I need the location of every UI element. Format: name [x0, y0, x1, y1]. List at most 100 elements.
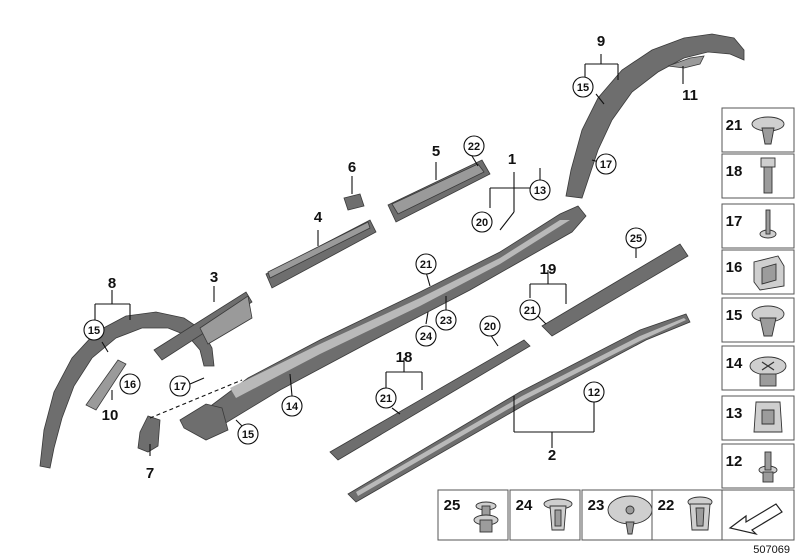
svg-text:13: 13	[726, 405, 743, 422]
fastener-15-icon	[751, 305, 785, 337]
sill-strip-upper	[541, 243, 689, 337]
fastener-22-icon	[687, 496, 713, 531]
svg-text:17: 17	[600, 159, 612, 171]
fastener-25-icon	[473, 501, 499, 533]
front-holder	[137, 415, 161, 453]
callout-19: 19	[540, 261, 557, 278]
side-sill-highlight	[230, 220, 570, 398]
lower-sill-cover	[347, 313, 691, 503]
svg-text:14: 14	[286, 401, 299, 413]
svg-text:24: 24	[420, 331, 433, 343]
legend-cell-24: 24	[509, 489, 581, 541]
front-bracket-arm	[199, 295, 253, 345]
fastener-21-icon	[751, 116, 785, 145]
svg-text:14: 14	[726, 355, 743, 372]
diagram-number: 507069	[753, 544, 790, 556]
rear-wheel-arch-trim	[565, 33, 745, 199]
svg-text:17: 17	[174, 381, 186, 393]
fastener-12-icon	[758, 451, 778, 483]
circled-ref-21: 21	[519, 299, 541, 321]
circled-ref-17: 17	[169, 375, 191, 397]
svg-text:15: 15	[242, 429, 254, 441]
svg-text:21: 21	[420, 259, 432, 271]
callout-3: 3	[210, 269, 218, 286]
legend-cell-13: 13	[721, 395, 795, 441]
callout-18: 18	[396, 349, 413, 366]
direction-arrow-icon	[728, 503, 783, 536]
svg-text:17: 17	[726, 213, 743, 230]
legend-cell-22: 22	[651, 489, 723, 541]
svg-text:21: 21	[726, 117, 743, 134]
circled-ref-25: 25	[625, 227, 647, 249]
svg-text:23: 23	[588, 497, 605, 514]
circled-ref-17: 17	[595, 153, 617, 175]
svg-text:25: 25	[444, 497, 461, 514]
svg-text:20: 20	[476, 217, 488, 229]
circled-ref-15: 15	[83, 319, 105, 341]
callout-8: 8	[108, 275, 116, 292]
sill-front-end-cap	[179, 403, 229, 441]
callout-2: 2	[548, 447, 556, 464]
circled-ref-22: 22	[463, 135, 485, 157]
circled-ref-24: 24	[415, 325, 437, 347]
svg-text:23: 23	[440, 315, 452, 327]
svg-text:15: 15	[88, 325, 100, 337]
svg-text:20: 20	[484, 321, 496, 333]
circled-ref-21: 21	[415, 253, 437, 275]
svg-text:22: 22	[468, 141, 480, 153]
callout-1: 1	[508, 151, 516, 168]
callout-5: 5	[432, 143, 440, 160]
front-arch-strip	[85, 359, 127, 411]
svg-text:12: 12	[726, 453, 743, 470]
svg-text:16: 16	[726, 259, 743, 276]
legend-cell-14: 14	[721, 345, 795, 391]
svg-text:16: 16	[124, 379, 136, 391]
callout-9: 9	[597, 33, 605, 50]
leader-lines	[94, 54, 684, 456]
circled-ref-13: 13	[529, 179, 551, 201]
circled-ref-16: 16	[119, 373, 141, 395]
fastener-16-icon	[753, 255, 785, 291]
direction-arrow-box	[721, 489, 795, 541]
arch-extension-piece	[667, 55, 705, 69]
legend-cell-12: 12	[721, 443, 795, 489]
svg-text:18: 18	[726, 163, 743, 180]
callout-6: 6	[348, 159, 356, 176]
circled-ref-21: 21	[375, 387, 397, 409]
circled-ref-14: 14	[281, 395, 303, 417]
circled-ref-20: 20	[471, 211, 493, 233]
svg-text:13: 13	[534, 185, 546, 197]
circled-ref-23: 23	[435, 309, 457, 331]
callout-7: 7	[146, 465, 154, 482]
svg-text:21: 21	[380, 393, 392, 405]
svg-text:15: 15	[726, 307, 743, 324]
fastener-17-icon	[759, 209, 777, 239]
circled-ref-12: 12	[583, 381, 605, 403]
legend-cell-21: 21	[721, 107, 795, 153]
svg-text:24: 24	[516, 497, 533, 514]
svg-text:15: 15	[577, 82, 589, 94]
small-block-part	[343, 193, 365, 211]
legend-cell-18: 18	[721, 153, 795, 199]
circled-ref-15: 15	[572, 76, 594, 98]
legend-cell-25: 25	[437, 489, 509, 541]
circled-ref-15: 15	[237, 423, 259, 445]
fastener-23-icon	[607, 495, 653, 535]
legend-cell-15: 15	[721, 297, 795, 343]
fastener-13-icon	[753, 401, 783, 433]
callout-4: 4	[314, 209, 323, 226]
assembly-link-dashed	[149, 379, 243, 419]
fastener-18-icon	[760, 157, 776, 194]
rear-bracket-top	[391, 163, 485, 215]
svg-text:22: 22	[658, 497, 675, 514]
fastener-14-icon	[749, 356, 787, 387]
svg-text:21: 21	[524, 305, 536, 317]
front-wheel-arch-trim	[39, 311, 215, 469]
fastener-24-icon	[543, 498, 573, 531]
middle-bracket-top	[267, 221, 371, 279]
svg-text:12: 12	[588, 387, 600, 399]
callout-11: 11	[682, 87, 698, 104]
circled-ref-20: 20	[479, 315, 501, 337]
sill-strip-lower	[329, 339, 531, 461]
